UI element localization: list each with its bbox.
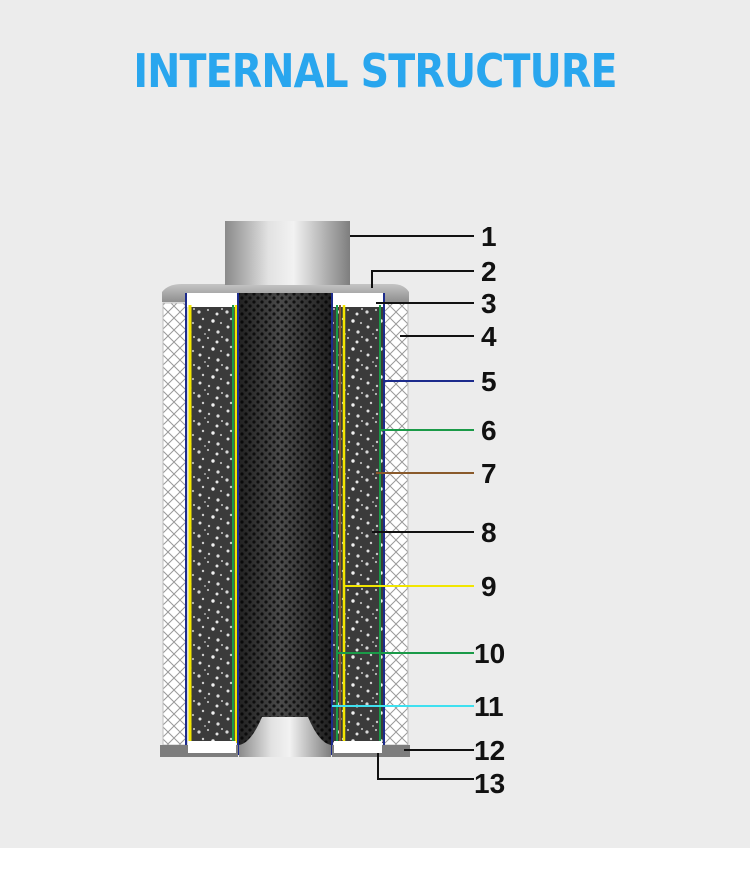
bottom-strip — [0, 848, 750, 872]
label-8: 8 — [481, 517, 497, 548]
label-5: 5 — [481, 366, 497, 397]
label-6: 6 — [481, 415, 497, 446]
leader-13 — [377, 753, 474, 780]
label-13: 13 — [474, 768, 505, 799]
inner-core-shade — [239, 293, 331, 749]
bottom-gasket-left — [188, 741, 236, 753]
bottom-plug — [239, 717, 331, 757]
carbon-bed-left — [189, 305, 236, 743]
label-4: 4 — [481, 321, 497, 352]
label-9: 9 — [481, 571, 497, 602]
label-3: 3 — [481, 288, 497, 319]
page-title: INTERNAL STRUCTURE — [133, 44, 617, 98]
label-11: 11 — [474, 691, 504, 722]
label-7: 7 — [481, 458, 497, 489]
label-10: 10 — [474, 638, 505, 669]
carbon-bed-right — [333, 305, 384, 743]
top-gasket-left — [187, 293, 237, 307]
top-gasket-right — [333, 293, 385, 307]
outer-mesh-right — [383, 302, 409, 746]
leader-2 — [371, 270, 474, 288]
outer-mesh-left — [162, 302, 188, 746]
label-12: 12 — [474, 735, 505, 766]
label-2: 2 — [481, 256, 497, 287]
outlet-flange — [225, 221, 350, 285]
bottom-gasket-right — [334, 741, 382, 753]
label-1: 1 — [481, 221, 497, 252]
